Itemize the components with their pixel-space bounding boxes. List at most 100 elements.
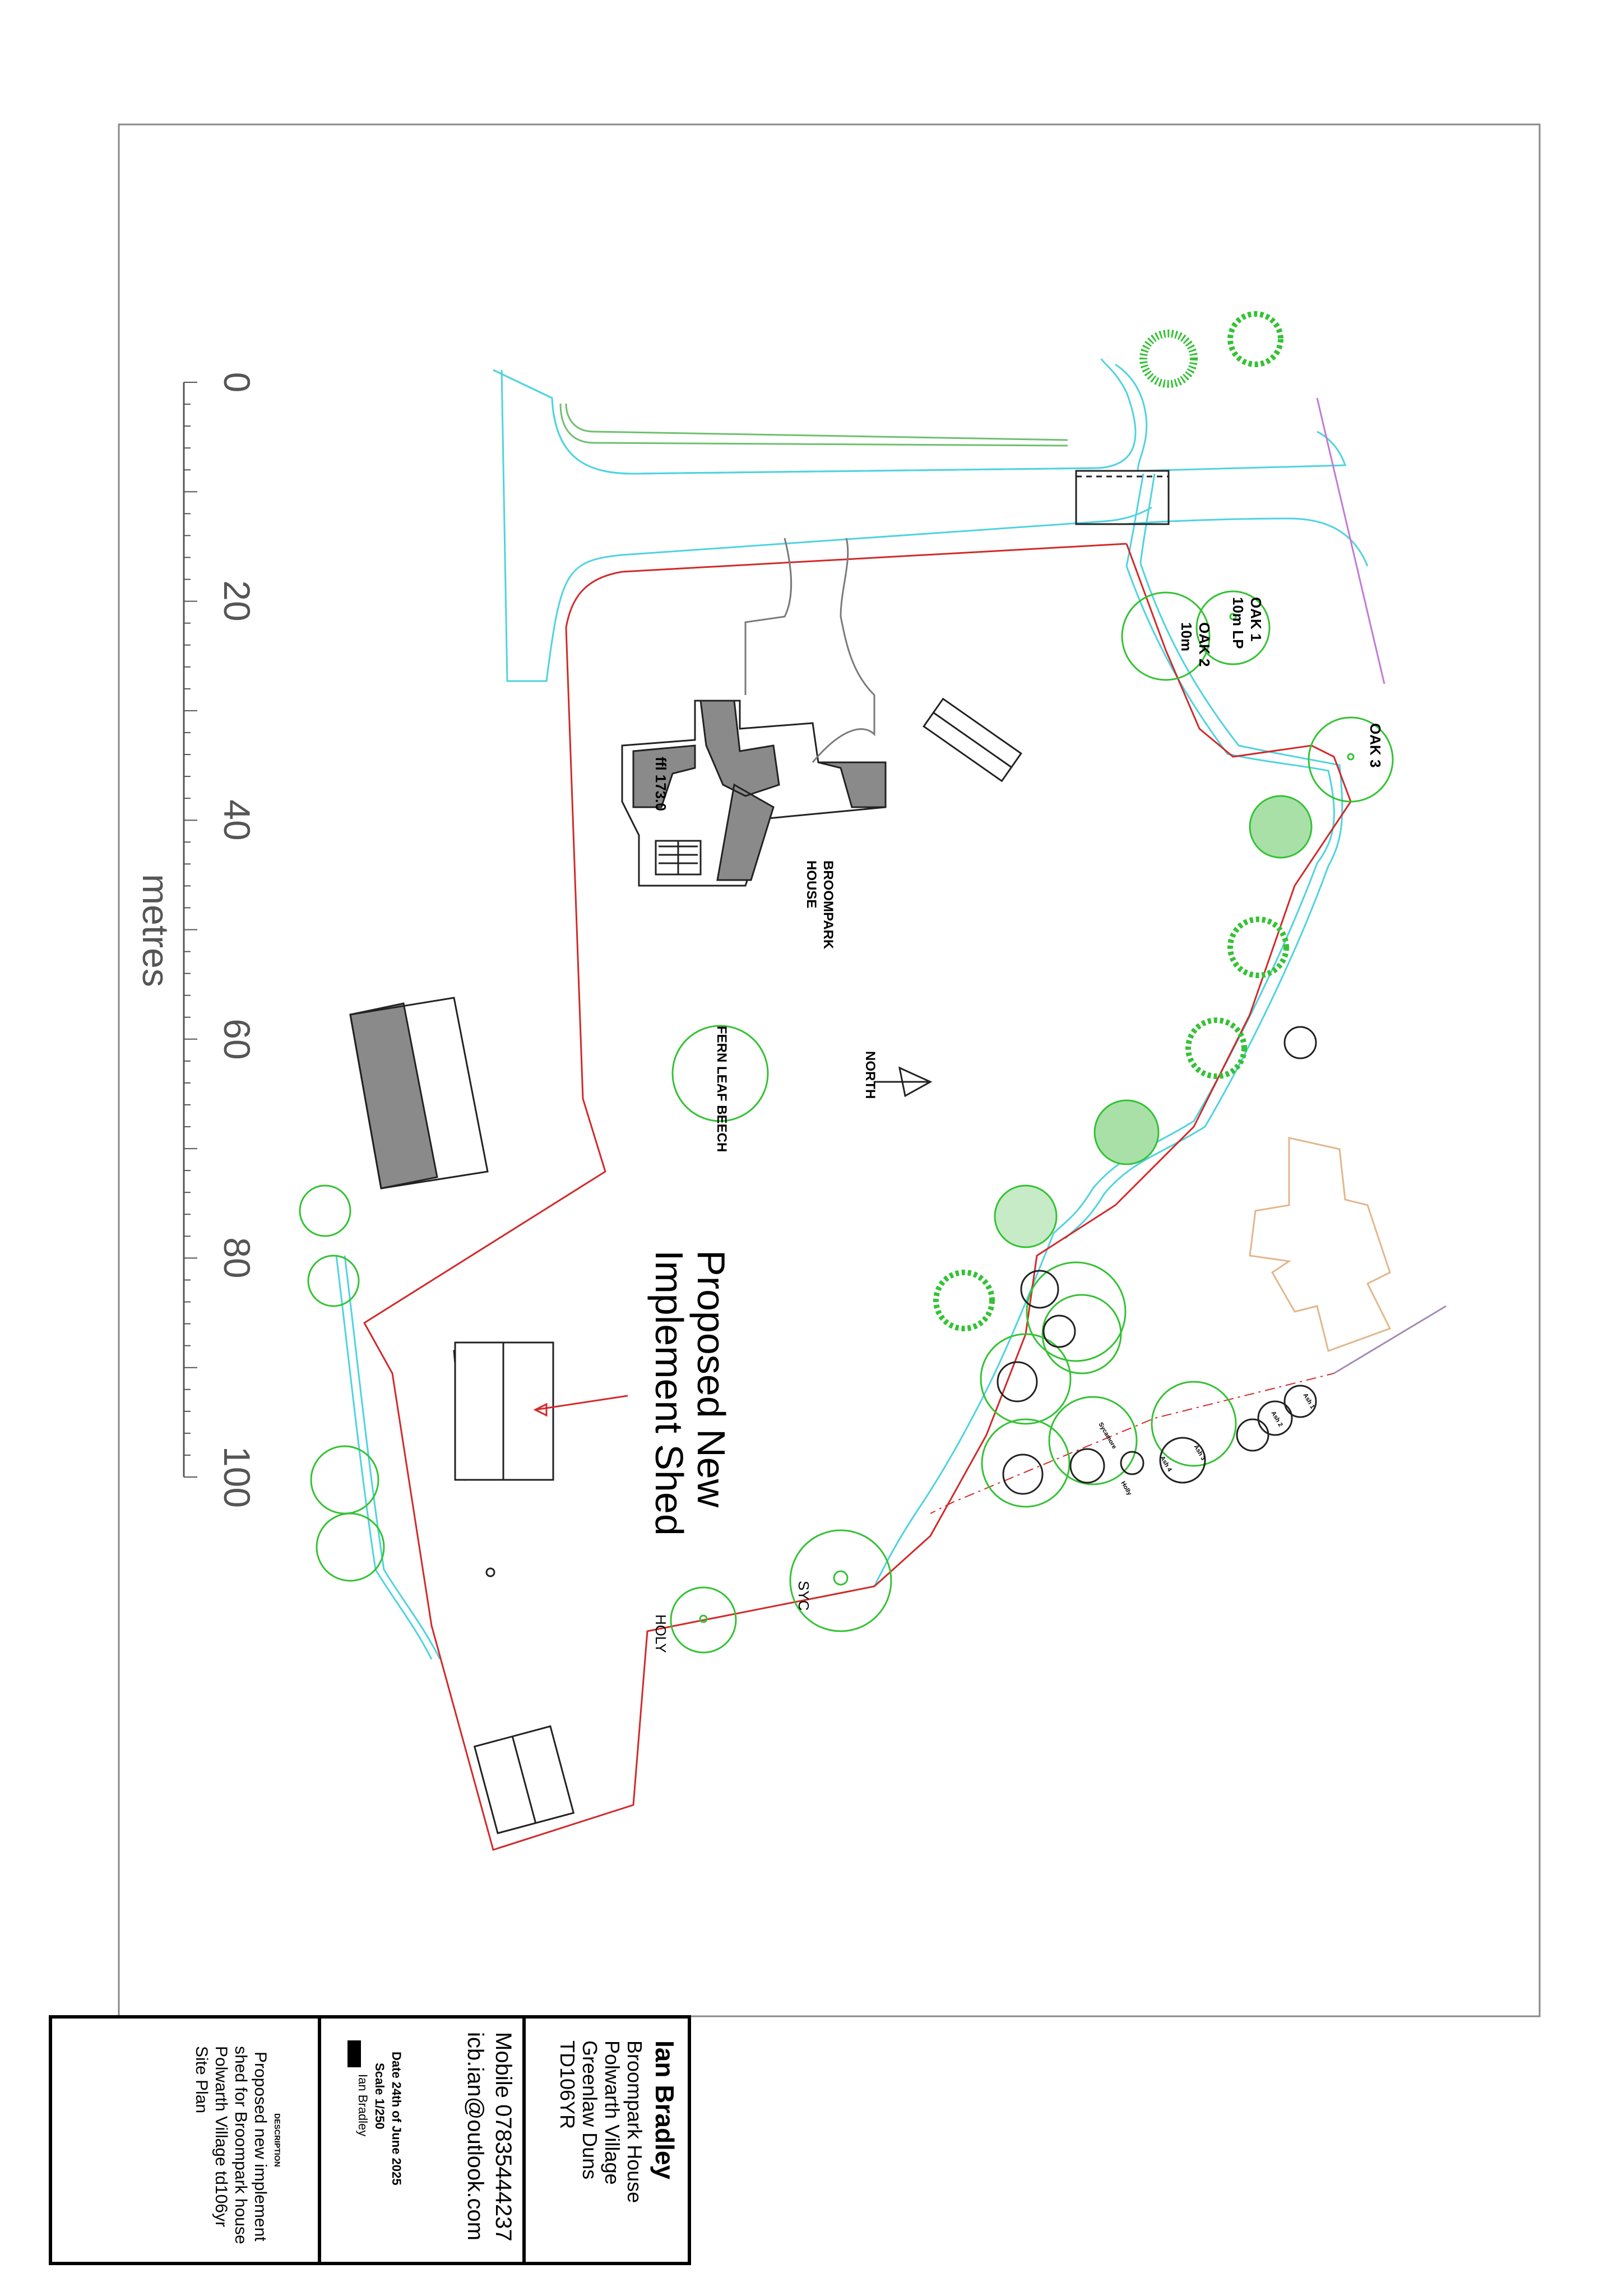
outbuilding-south-ridge [511, 1736, 537, 1823]
label-oak-2: OAK 2 [1196, 622, 1213, 666]
tree-centre-dot-holy [699, 1614, 708, 1623]
scale-bar-ticks [184, 382, 197, 1478]
title-block: Ian Bradley Broompark House Polwarth Vil… [49, 2015, 691, 2265]
verge-line [559, 403, 1068, 447]
existing-barn [349, 997, 489, 1189]
tree-oak-1 [1195, 590, 1271, 665]
small-tree-4 [997, 1361, 1038, 1402]
scale-label-80: 80 [216, 1237, 258, 1278]
title-meta-date: Date 24th of June 2025 [390, 2052, 404, 2185]
barn-outline [349, 997, 489, 1189]
small-tree-1 [1283, 1026, 1317, 1059]
road-lane-west-2 [344, 1255, 441, 1660]
road-lane-west [335, 1255, 433, 1660]
north-arrow [874, 1066, 933, 1098]
label-small-tree-ash2: Ash 2 [1269, 1410, 1283, 1428]
tree-west-1 [299, 1184, 351, 1237]
broompark-house [621, 538, 887, 887]
title-description-line-2: shed for Broompark house [231, 2046, 250, 2244]
neighbour-house [1249, 1137, 1392, 1352]
scale-unit-label: metres [135, 874, 177, 987]
road-lane-east [873, 473, 1335, 1587]
tree-large-5 [1048, 1396, 1138, 1485]
label-shed-line1: Proposed New [689, 1250, 733, 1508]
road-edge-west [488, 367, 546, 684]
title-owner-address-3: Greenlaw Duns [578, 2040, 601, 2179]
tree-crown-stippled-3 [994, 1184, 1058, 1248]
label-oak-3: OAK 3 [1367, 723, 1384, 767]
tree-crown-leafy-2 [1185, 1017, 1247, 1079]
label-small-tree-holly: Holly [1119, 1480, 1133, 1497]
house-stair-lines [659, 841, 698, 874]
tree-large-6 [1151, 1381, 1237, 1467]
label-house-line1: BROOMPARK [821, 860, 836, 950]
title-owner-address-4: TD106YR [556, 2040, 579, 2129]
label-house-level: ffl 173.0 [652, 757, 669, 811]
drawn-by-logo [347, 2040, 361, 2067]
tree-west-3 [310, 1445, 379, 1515]
scale-label-20: 20 [216, 580, 258, 621]
garden-path [744, 538, 875, 763]
driveway-entrance [493, 369, 1099, 475]
tree-crown-stippled-1 [1249, 795, 1313, 859]
small-tree-8 [1159, 1437, 1206, 1484]
road-main-north [1115, 363, 1347, 472]
small-trees [485, 1026, 1317, 1577]
trees [299, 590, 1394, 1654]
shed-arrow-head [533, 1402, 548, 1417]
title-owner-address-1: Broompark House [623, 2040, 646, 2203]
tree-crowns [933, 311, 1313, 1331]
bridge-box [1075, 470, 1170, 525]
tree-syc [789, 1529, 892, 1632]
label-oak-1-sub: 10m LP [1230, 597, 1246, 649]
scale-label-0: 0 [216, 372, 258, 393]
tree-oak-3 [1308, 716, 1394, 803]
label-fern-leaf-beech: FERN LEAF BEECH [714, 1026, 729, 1152]
bridge [1075, 470, 1170, 525]
outbuilding-north [923, 697, 1022, 783]
tree-west-2 [307, 1255, 360, 1307]
title-owner-address-2: Polwarth Village [601, 2040, 624, 2184]
label-north: NORTH [863, 1051, 878, 1099]
tree-fern-leaf-beech [671, 1025, 769, 1122]
tree-oak-2 [1121, 591, 1211, 681]
tree-large-1 [1026, 1261, 1127, 1362]
tree-centre-dot-3 [1347, 753, 1355, 761]
title-owner-name: Ian Bradley [650, 2040, 679, 2179]
barn-hatched-half [349, 1002, 438, 1189]
tree-crown-leafy-1 [1227, 916, 1289, 978]
neighbour-boundary-line [1316, 397, 1385, 684]
scale-label-60: 60 [216, 1019, 258, 1059]
title-meta-scale: Scale 1/250 [373, 2063, 387, 2130]
tree-large-2 [1041, 1294, 1122, 1374]
tree-crown-leafy-4 [1227, 311, 1283, 367]
tree-centre-dot-syc [833, 1570, 849, 1586]
label-oak-1: OAK 1 [1248, 597, 1264, 641]
title-description-line-3: Polwarth Village td106yr [212, 2046, 230, 2227]
label-oak-2-sub: 10m [1178, 622, 1195, 651]
tree-holy [670, 1586, 737, 1654]
small-tree-5 [1002, 1453, 1044, 1495]
tree-crown-starburst [1139, 330, 1198, 388]
title-description-heading: DESCRIPTION [273, 2113, 282, 2167]
drawing-border [118, 123, 1541, 2017]
site-boundary [363, 543, 1352, 1851]
scale-bar: 0 20 40 60 80 100 metres [135, 372, 258, 1508]
scale-label-40: 40 [216, 799, 258, 840]
tree-large-3 [980, 1333, 1072, 1425]
neighbour-fence [1333, 1305, 1447, 1374]
small-tree-2 [1020, 1270, 1059, 1309]
road-main-south [1126, 517, 1369, 567]
tree-crown-stippled-2 [1093, 1099, 1160, 1165]
title-contact-email: icb.ian@outlook.com [463, 2032, 488, 2241]
tree-crown-leafy-3 [933, 1270, 995, 1331]
small-tree-6 [1069, 1448, 1105, 1484]
label-syc: SYC [795, 1581, 812, 1610]
manhole [485, 1567, 495, 1577]
tree-large-4 [981, 1418, 1070, 1508]
label-holy: HOLY [652, 1614, 669, 1653]
driveway-inner [500, 369, 1152, 682]
shed-arrow [535, 1395, 628, 1411]
title-description-line-4: Site Plan [192, 2046, 211, 2113]
small-tree-10 [1257, 1400, 1293, 1436]
